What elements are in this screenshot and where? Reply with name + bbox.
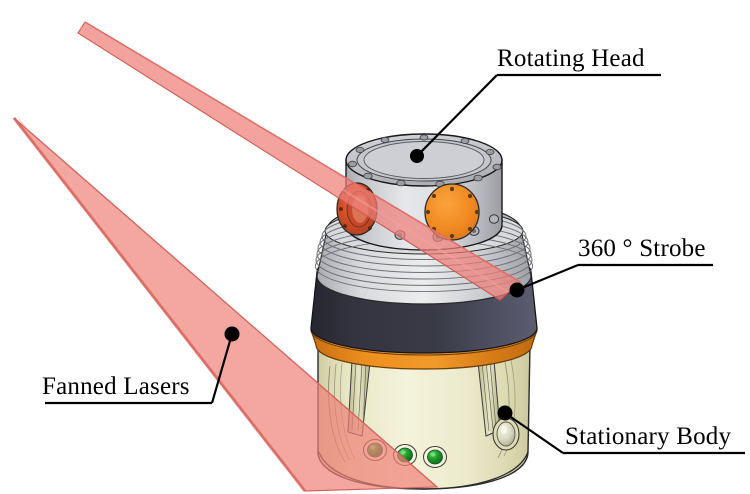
callout-text-stationary-body: Stationary Body xyxy=(565,423,732,450)
leader-dot-fanned-lasers xyxy=(224,326,240,342)
callout-label-rotating-head: Rotating Head xyxy=(497,45,645,72)
connector-port xyxy=(492,417,520,451)
leader-strobe xyxy=(509,263,713,298)
callout-text-rotating-head: Rotating Head xyxy=(497,45,645,72)
laser-port-right xyxy=(424,183,480,241)
leader-stationary-body xyxy=(497,405,745,455)
callout-text-fanned-lasers: Fanned Lasers xyxy=(42,373,190,400)
leader-dot-stationary-body xyxy=(497,405,513,421)
callout-leaders xyxy=(45,73,745,455)
leader-rotating-head xyxy=(410,73,661,163)
fanned-laser-sheets xyxy=(12,21,521,492)
head-top-bolts xyxy=(348,134,502,188)
callout-label-fanned-lasers: Fanned Lasers xyxy=(42,373,190,400)
laser-sheet-thin xyxy=(77,21,521,301)
leader-dot-strobe xyxy=(509,282,525,298)
status-led-3 xyxy=(423,446,447,468)
leader-dot-rotating-head xyxy=(410,149,424,163)
leader-fanned-lasers xyxy=(45,326,240,405)
callout-text-strobe: 360 ° Strobe xyxy=(578,235,706,262)
callout-label-strobe: 360 ° Strobe xyxy=(578,235,706,262)
laser-sheet-fan xyxy=(12,117,439,492)
callout-label-stationary-body: Stationary Body xyxy=(565,423,732,450)
